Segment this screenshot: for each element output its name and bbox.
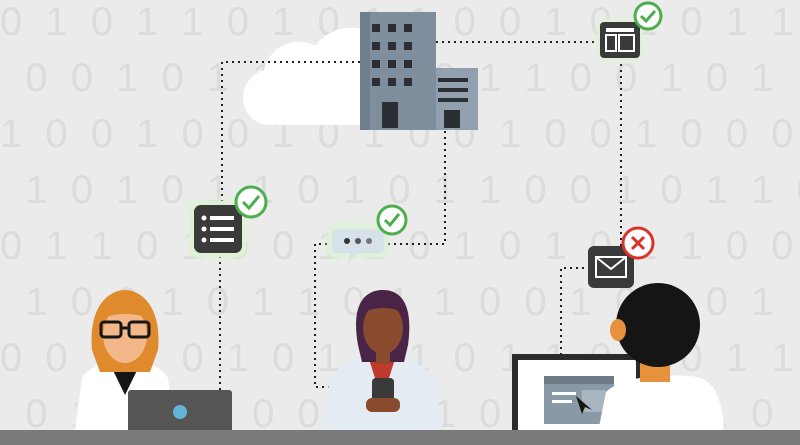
connection-line-web-down bbox=[620, 58, 630, 256]
laptop-icon bbox=[128, 390, 232, 432]
web-page-icon bbox=[598, 20, 642, 60]
desk-edge bbox=[0, 430, 800, 445]
connection-line-list bbox=[221, 61, 366, 205]
check-icon bbox=[633, 1, 663, 31]
check-icon bbox=[234, 185, 268, 219]
person-middle bbox=[320, 290, 444, 432]
office-building-icon bbox=[360, 12, 478, 130]
binary-row: 1 1 0 1 0 1 1 0 1 0 1 1 0 0 1 0 1 1 0 bbox=[0, 168, 800, 212]
list-icon bbox=[190, 201, 246, 257]
chat-bubble-icon bbox=[328, 225, 388, 262]
envelope-icon bbox=[588, 246, 634, 288]
connection-lines bbox=[219, 41, 630, 392]
person-right bbox=[598, 283, 724, 432]
connection-line-mail bbox=[560, 267, 590, 357]
connection-line-chat bbox=[385, 95, 446, 245]
check-icon bbox=[376, 204, 408, 236]
x-circle-icon bbox=[621, 226, 655, 260]
